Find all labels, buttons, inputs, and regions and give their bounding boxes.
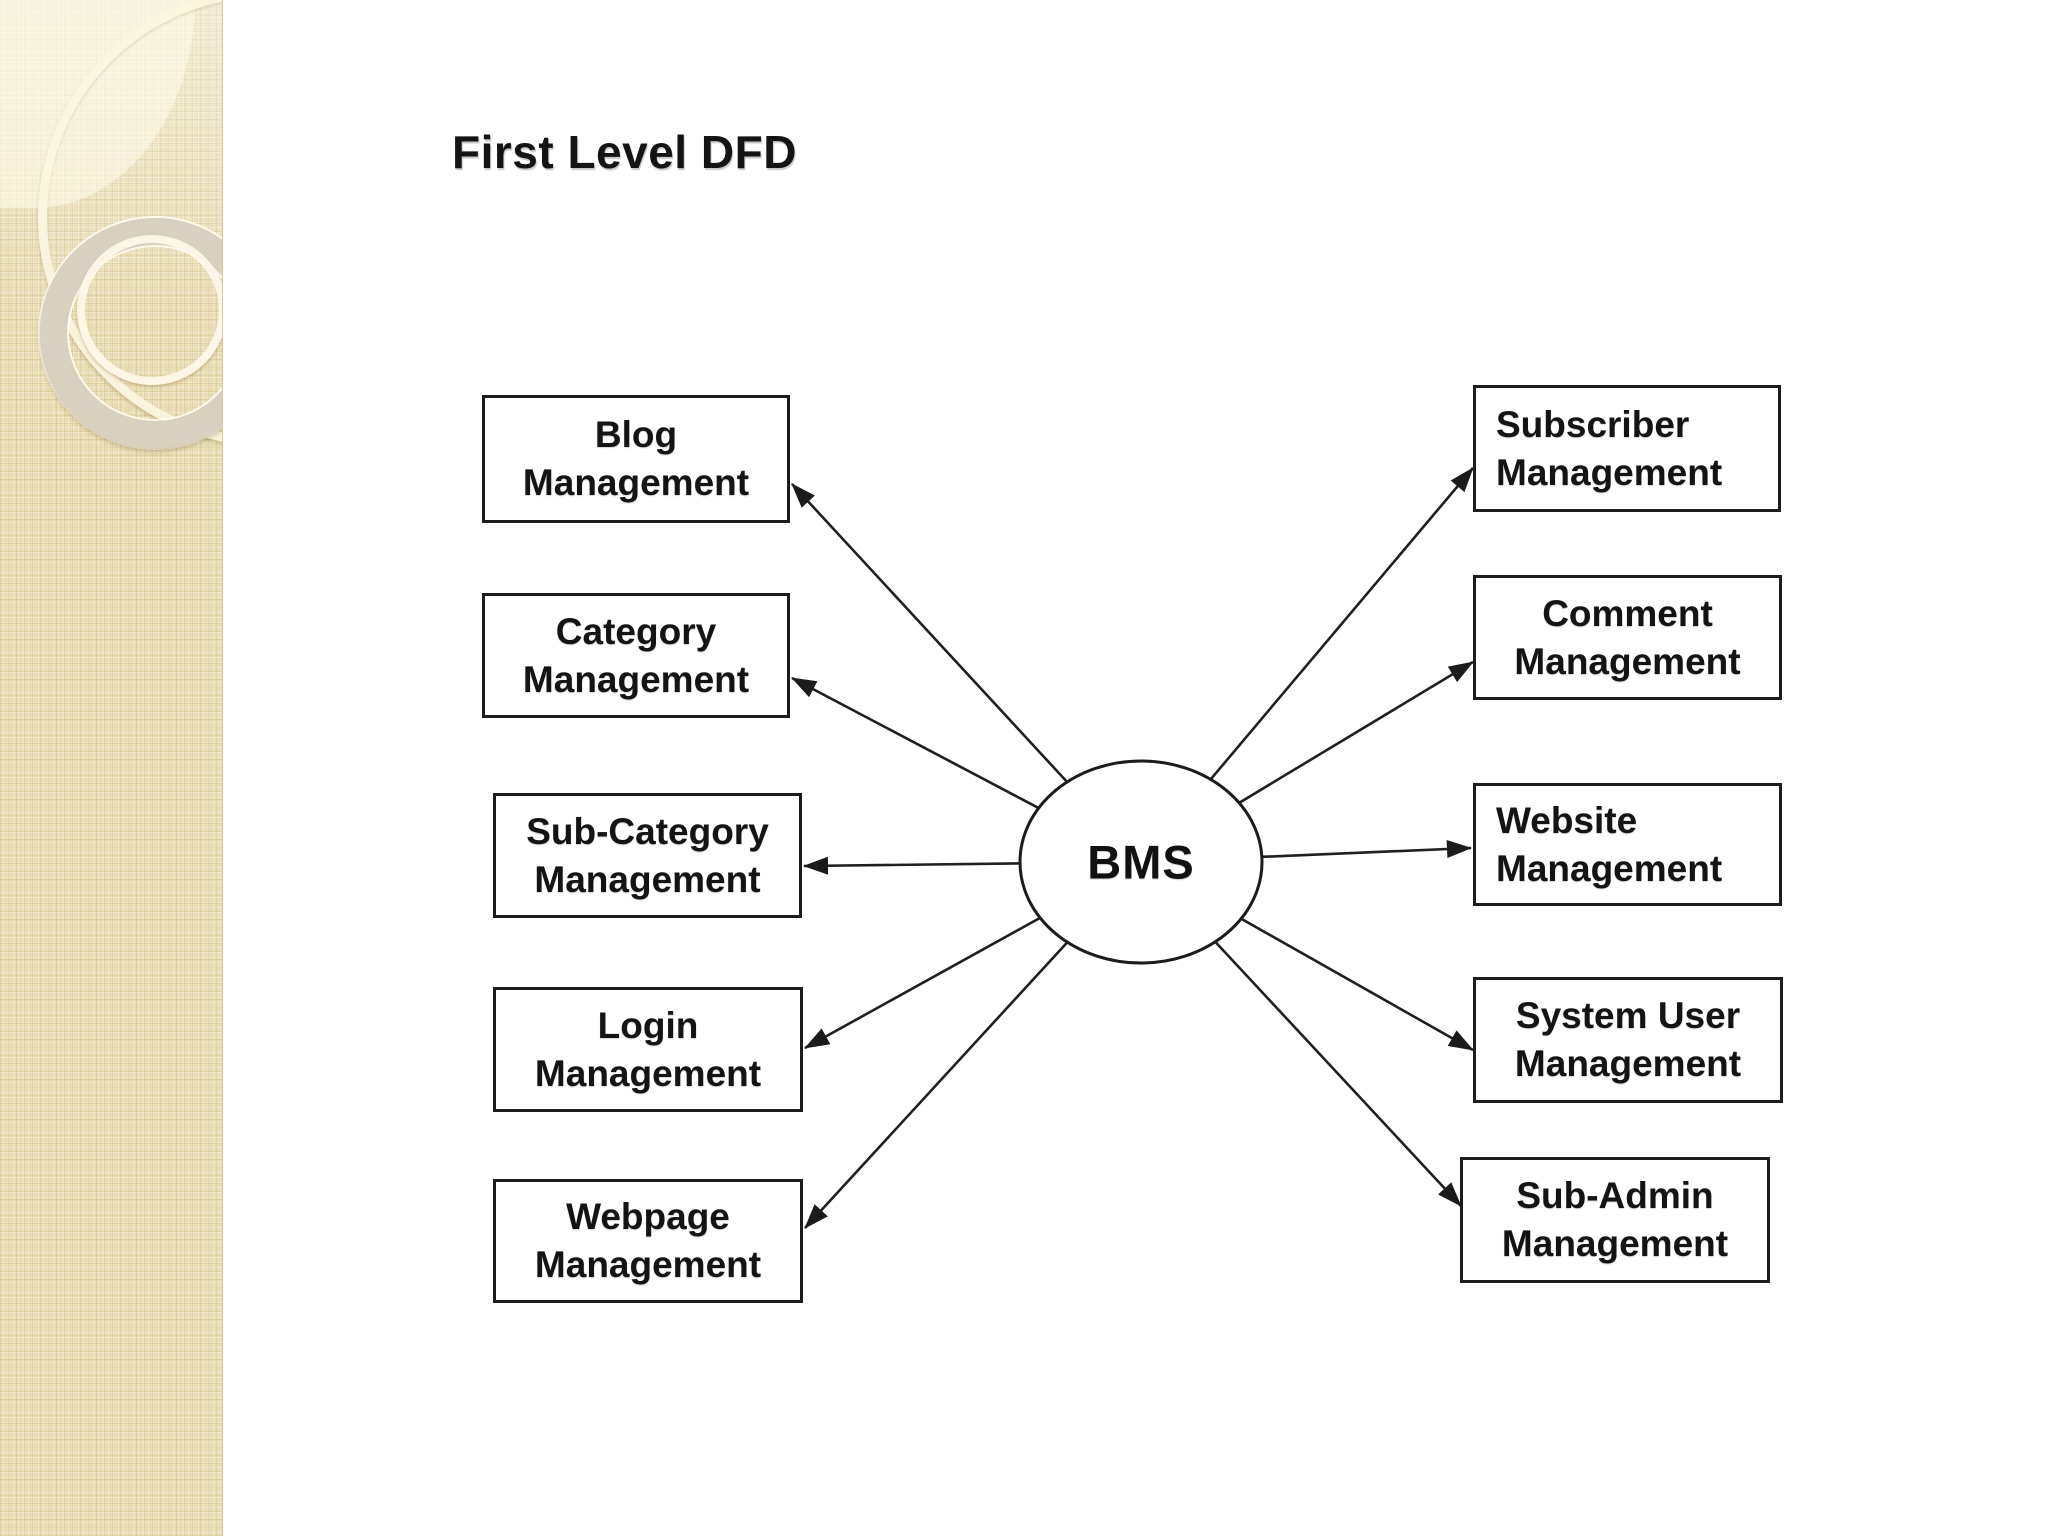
process-box-comment-management: Comment Management (1473, 575, 1782, 700)
process-box-subscriber-management: Subscriber Management (1473, 385, 1781, 512)
process-box-label: Subscriber Management (1496, 403, 1723, 493)
process-box-website-management: Website Management (1473, 783, 1782, 906)
process-box-label: System User Management (1514, 995, 1742, 1084)
process-box-label: Category Management (522, 610, 750, 700)
process-box-label: Webpage Management (534, 1196, 762, 1285)
process-box-blog-management: Blog Management (482, 395, 790, 523)
sidebar-decoration (0, 0, 223, 1536)
process-box-label: Sub-Admin Management (1501, 1175, 1729, 1264)
process-box-login-management: Login Management (493, 987, 803, 1112)
slide-title: First Level DFD (452, 126, 797, 178)
process-box-label: Blog Management (522, 414, 750, 503)
sidebar-thin-ring (77, 235, 222, 385)
process-box-webpage-management: Webpage Management (493, 1179, 803, 1303)
process-box-sub-admin-management: Sub-Admin Management (1460, 1157, 1770, 1283)
process-box-sub-category-management: Sub-Category Management (493, 793, 802, 918)
process-box-label: Website Management (1496, 799, 1723, 889)
process-box-category-management: Category Management (482, 593, 790, 718)
bms-process-ellipse (1018, 759, 1264, 965)
process-box-label: Comment Management (1514, 592, 1741, 682)
bms-label: BMS (1087, 835, 1195, 889)
process-box-label: Login Management (534, 1004, 762, 1094)
process-box-system-user-management: System User Management (1473, 977, 1783, 1103)
process-box-label: Sub-Category Management (526, 810, 769, 900)
